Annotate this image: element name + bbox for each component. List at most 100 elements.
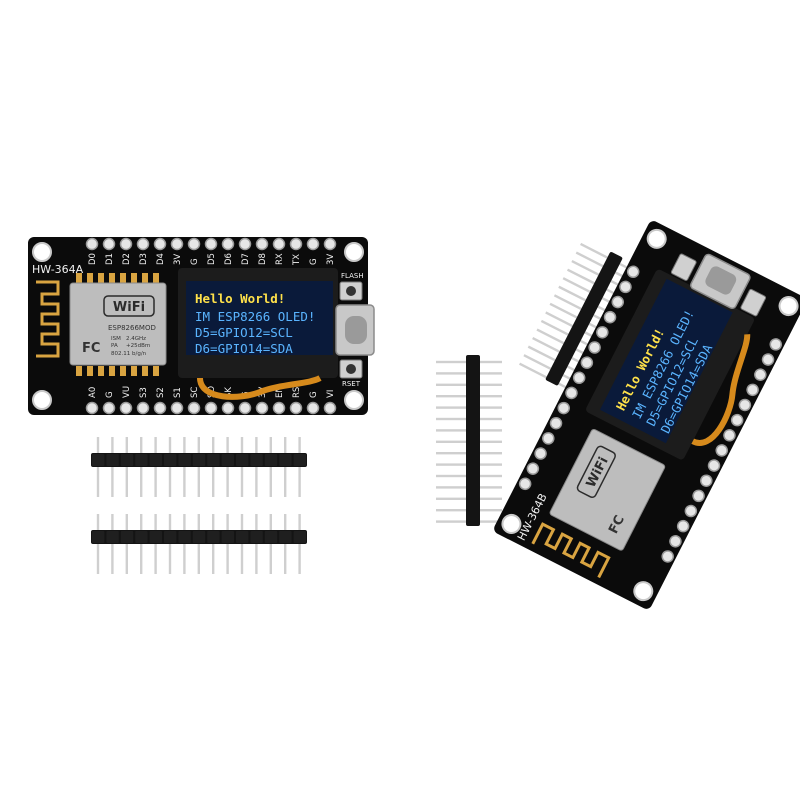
- pin-hole: [518, 477, 532, 491]
- header-pin-right: [480, 497, 502, 500]
- header-pin-left: [436, 372, 466, 375]
- header-pin-top: [284, 437, 287, 455]
- header-pin-bottom: [298, 465, 301, 497]
- board-a-bottom-pin-label-13: G: [309, 391, 319, 398]
- header-pin-top: [298, 437, 301, 455]
- pin-hole: [238, 237, 252, 251]
- header-pin-right: [480, 520, 502, 523]
- header-pin-bottom: [96, 542, 100, 574]
- board-b-esp-module: WiFi FC: [549, 428, 666, 551]
- header-block: [120, 531, 134, 543]
- header-pin-bottom: [284, 465, 287, 497]
- header-block: [120, 454, 134, 466]
- header-pin-bottom: [125, 465, 128, 497]
- pin-hole: [221, 401, 235, 415]
- board-a-top-pin-label-12: TX: [292, 254, 302, 266]
- board-a-bottom-pin-label-1: G: [105, 391, 115, 398]
- board-a-top-pin-label-5: 3V: [173, 254, 183, 265]
- pin-hole: [119, 237, 133, 251]
- board-a-top-pin-label-14: 3V: [326, 254, 336, 265]
- header-pin-bottom: [197, 465, 200, 497]
- header-pin-left: [436, 520, 466, 523]
- header-pin-right: [480, 383, 502, 386]
- board-a-module-ism: ISM: [111, 336, 121, 342]
- header-block: [164, 531, 177, 543]
- board-b-oled-flex-cable: [691, 334, 751, 446]
- header-pin-bottom: [183, 465, 186, 497]
- header-block: [178, 531, 191, 543]
- header-plastic-strip: [545, 252, 623, 386]
- header-pin-left: [436, 474, 466, 478]
- board-a-top-pin-label-1: D1: [105, 253, 115, 265]
- board-a-module-part: ESP8266MOD: [108, 324, 156, 332]
- header-block: [207, 454, 220, 466]
- board-a-top-pin-label-13: G: [309, 258, 319, 265]
- header-pin-bottom: [111, 465, 114, 497]
- header-block: [92, 454, 105, 466]
- pin-hole: [85, 401, 99, 415]
- board-a-module-freq: 2.4GHz: [126, 336, 146, 342]
- header-pin-top: [168, 437, 172, 455]
- header-pin-left: [436, 360, 466, 364]
- board-a-bottom-pin-label-4: S2: [156, 387, 166, 398]
- board-a-oled-screen: [186, 281, 333, 355]
- header-pin-left: [436, 383, 466, 386]
- pin-hole: [221, 237, 235, 251]
- header-pin-left: [558, 285, 587, 302]
- pin-hole: [549, 416, 563, 430]
- header-pin-bottom: [154, 465, 157, 497]
- header-block: [106, 454, 119, 466]
- header-block: [192, 454, 206, 466]
- header-pin-bottom: [284, 542, 287, 574]
- header-pin-top: [96, 514, 100, 532]
- board-a-bottom-pin-label-2: VU: [122, 386, 132, 398]
- pin-hole: [588, 341, 601, 354]
- header-pin-bottom: [140, 465, 143, 497]
- board-a-wifi-logo-frame: [103, 295, 155, 317]
- header-pin-top: [183, 514, 186, 532]
- module-pad: [131, 273, 137, 283]
- board-a-bottom-pin-label-5: S1: [173, 387, 183, 398]
- pin-header-1: [91, 437, 307, 497]
- header-pin-right: [480, 474, 502, 478]
- header-pin-bottom: [197, 542, 200, 574]
- header-pin-left: [540, 319, 569, 336]
- board-a-usb-c-opening: [345, 316, 367, 344]
- header-pin-top: [140, 514, 143, 532]
- module-pad: [87, 366, 93, 376]
- pin-hole: [761, 353, 775, 366]
- header-pin-top: [154, 437, 157, 455]
- header-pin-top: [125, 437, 128, 455]
- board-b-reset-button: [740, 288, 767, 317]
- board-a-top-pin-label-0: D0: [88, 253, 98, 265]
- board-a-oled-line-3: D5=GPIO12=SCL: [195, 325, 293, 340]
- module-pad: [76, 366, 82, 376]
- pin-hole: [136, 237, 150, 251]
- header-pin-top: [212, 437, 215, 455]
- board-a-mounting-holes: [32, 242, 364, 410]
- pin-hole: [85, 237, 99, 251]
- module-pad: [142, 366, 148, 376]
- pin-hole: [526, 462, 540, 475]
- header-pin-left: [436, 486, 466, 489]
- header-block: [264, 454, 278, 466]
- pin-hole: [187, 401, 201, 415]
- pin-hole: [204, 401, 218, 415]
- pin-hole: [746, 383, 759, 397]
- header-pin-top: [96, 437, 100, 455]
- header-pin-bottom: [240, 465, 244, 497]
- pin-hole: [306, 401, 320, 415]
- header-block: [221, 531, 234, 543]
- board-b: HW-364B WiFi FC Hello World! IM ESP8266 …: [494, 221, 800, 609]
- header-block: [106, 531, 119, 543]
- module-pad: [142, 273, 148, 283]
- header-pin-top: [197, 437, 200, 455]
- header-pin-top: [240, 514, 244, 532]
- header-pin-top: [111, 514, 114, 532]
- pin-hole: [289, 401, 303, 415]
- header-pin-top: [111, 437, 114, 455]
- board-a-top-pin-label-6: G: [190, 258, 200, 265]
- header-pin-top: [284, 514, 287, 532]
- header-pin-right: [480, 463, 502, 466]
- header-pin-top: [269, 437, 272, 455]
